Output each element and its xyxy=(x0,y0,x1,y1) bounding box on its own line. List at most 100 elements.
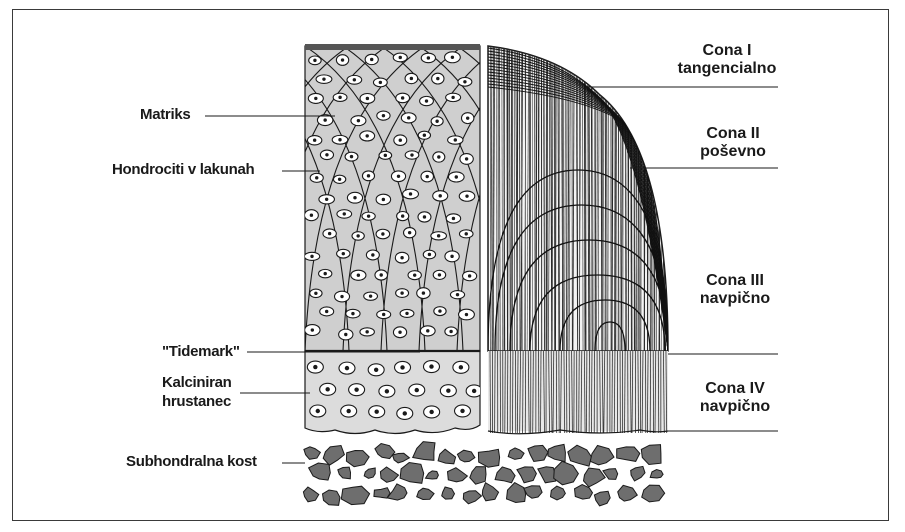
bone-trabecula xyxy=(463,491,481,504)
bone-trabecula xyxy=(507,483,526,503)
cell-nucleus xyxy=(356,234,359,237)
cell-nucleus xyxy=(344,333,347,336)
calcified-nucleus xyxy=(316,409,320,413)
bone-trabecula xyxy=(303,487,318,502)
bone-trabecula xyxy=(590,446,614,465)
cell-nucleus xyxy=(426,175,429,178)
cell-nucleus xyxy=(380,273,383,276)
bone-trabecula xyxy=(650,470,663,479)
cell-nucleus xyxy=(315,176,318,179)
cell-nucleus xyxy=(450,255,453,258)
cell-nucleus xyxy=(408,231,411,234)
zone-2-label: Cona II poševno xyxy=(658,125,808,162)
label-chondrocytes: Hondrociti v lakunah xyxy=(112,161,254,178)
cell-nucleus xyxy=(449,330,452,333)
cell-nucleus xyxy=(323,118,326,121)
bone-trabecula xyxy=(413,442,435,461)
bone-trabecula xyxy=(426,471,439,479)
bone-trabecula xyxy=(346,451,369,467)
label-calcified-line2: hrustanec xyxy=(162,393,231,410)
zone-3-orientation: navpično xyxy=(660,290,810,308)
cell-nucleus xyxy=(314,97,317,100)
label-calcified-line1: Kalciniran xyxy=(162,374,232,391)
collagen-fibre xyxy=(536,46,537,351)
cell-nucleus xyxy=(357,274,360,277)
cell-nucleus xyxy=(370,58,373,61)
bone-trabecula xyxy=(495,467,515,483)
cell-nucleus xyxy=(340,295,343,298)
calcified-nucleus xyxy=(313,365,317,369)
collagen-fibre xyxy=(535,46,536,351)
cell-nucleus xyxy=(343,212,346,215)
bone-trabecula xyxy=(508,448,524,460)
bone-trabecula xyxy=(538,467,556,483)
zone-3-label: Cona III navpično xyxy=(660,272,810,309)
bone-trabecula xyxy=(375,444,395,459)
cell-nucleus xyxy=(465,194,468,197)
bone-trabecula xyxy=(482,483,498,501)
cell-nucleus xyxy=(342,252,345,255)
articular-surface xyxy=(305,44,480,50)
bone-trabecula xyxy=(548,444,566,461)
cell-nucleus xyxy=(405,312,408,315)
bone-trabecula xyxy=(524,486,542,498)
cell-nucleus xyxy=(325,153,328,156)
right-collagen-panel xyxy=(488,46,670,434)
cell-nucleus xyxy=(310,214,313,217)
bone-trabecula xyxy=(478,449,499,467)
cell-nucleus xyxy=(439,194,442,197)
label-tidemark: "Tidemark" xyxy=(162,343,240,360)
calcified-nucleus xyxy=(429,410,433,414)
calcified-nucleus xyxy=(415,388,419,392)
cell-nucleus xyxy=(407,116,410,119)
calcified-nucleus xyxy=(400,365,404,369)
calcified-nucleus xyxy=(459,365,463,369)
cell-nucleus xyxy=(423,134,426,137)
cell-nucleus xyxy=(328,232,331,235)
cell-nucleus xyxy=(422,291,425,294)
cell-nucleus xyxy=(397,175,400,178)
calcified-nucleus xyxy=(446,388,450,392)
cell-nucleus xyxy=(338,178,341,181)
bone-trabecula xyxy=(517,467,537,483)
vertical-fibre xyxy=(579,351,580,434)
cell-nucleus xyxy=(438,273,441,276)
cell-nucleus xyxy=(365,134,368,137)
cell-nucleus xyxy=(351,312,354,315)
cell-nucleus xyxy=(466,116,469,119)
bone-trabecula xyxy=(457,450,475,462)
zone-4-label: Cona IV navpično xyxy=(660,380,810,417)
calcified-nucleus xyxy=(374,410,378,414)
cell-nucleus xyxy=(382,198,385,201)
bone-trabecula xyxy=(528,445,548,461)
bone-trabecula xyxy=(400,463,424,484)
cell-nucleus xyxy=(313,59,316,62)
cell-nucleus xyxy=(341,58,344,61)
cell-nucleus xyxy=(427,56,430,59)
calcified-nucleus xyxy=(354,387,358,391)
cell-nucleus xyxy=(325,310,328,313)
cell-nucleus xyxy=(409,192,412,195)
cell-nucleus xyxy=(465,157,468,160)
cell-nucleus xyxy=(357,119,360,122)
cell-nucleus xyxy=(367,174,370,177)
cell-nucleus xyxy=(369,294,372,297)
calcified-nucleus xyxy=(325,387,329,391)
cell-nucleus xyxy=(338,96,341,99)
cell-nucleus xyxy=(313,139,316,142)
cell-nucleus xyxy=(437,155,440,158)
bone-trabecula xyxy=(323,490,341,505)
collagen-fibre xyxy=(555,46,556,351)
cell-nucleus xyxy=(366,97,369,100)
bone-trabecula xyxy=(584,468,606,487)
cell-nucleus xyxy=(382,313,385,316)
cell-nucleus xyxy=(324,272,327,275)
zone-4-orientation: navpično xyxy=(660,398,810,416)
calcified-nucleus xyxy=(385,389,389,393)
calcified-nucleus xyxy=(472,389,476,393)
label-subchondral: Subhondralna kost xyxy=(126,453,257,470)
cell-nucleus xyxy=(456,293,459,296)
cell-nucleus xyxy=(465,313,468,316)
bone-trabecula xyxy=(393,453,410,463)
cell-nucleus xyxy=(401,96,404,99)
